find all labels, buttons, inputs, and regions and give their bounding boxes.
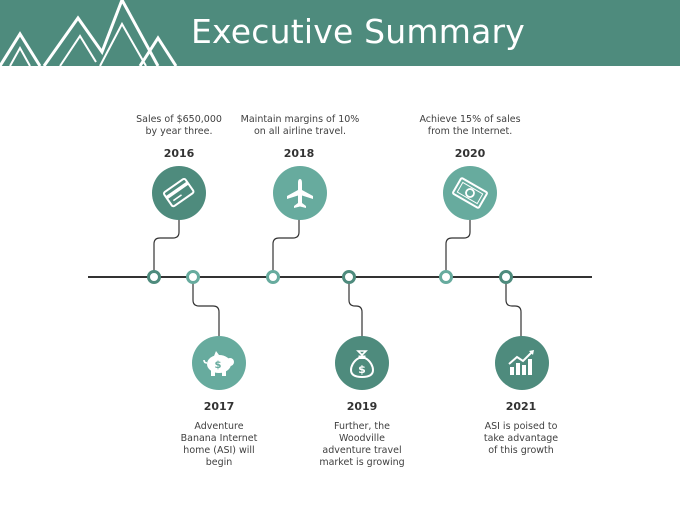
connector-2016 bbox=[153, 218, 180, 271]
milestone-2019-text: Further, the Woodville adventure travel … bbox=[319, 421, 405, 468]
connector-2021 bbox=[505, 283, 522, 337]
timeline-dot-2016 bbox=[147, 270, 161, 284]
header-bar: Executive Summary bbox=[0, 0, 680, 66]
milestone-2016-circle bbox=[152, 166, 206, 220]
milestone-2016-year: 2016 bbox=[163, 147, 195, 160]
milestone-2019-year: 2019 bbox=[346, 400, 378, 413]
connector-2019 bbox=[348, 283, 363, 337]
milestone-2018-year: 2018 bbox=[283, 147, 315, 160]
milestone-2017-year: 2017 bbox=[203, 400, 235, 413]
milestone-2020-circle bbox=[443, 166, 497, 220]
connector-2017 bbox=[192, 283, 220, 337]
airplane-icon bbox=[287, 179, 313, 208]
timeline-dot-2018 bbox=[266, 270, 280, 284]
milestone-2019-circle: $ bbox=[335, 336, 389, 390]
milestone-2016-text: Sales of $650,000 by year three. bbox=[136, 114, 222, 137]
money-bag-icon: $ bbox=[349, 350, 375, 379]
milestone-2021-circle bbox=[495, 336, 549, 390]
connector-2018 bbox=[272, 218, 300, 271]
svg-text:$: $ bbox=[358, 363, 366, 376]
timeline-dot-2017 bbox=[186, 270, 200, 284]
mountains-icon bbox=[0, 0, 178, 66]
banknote-icon bbox=[452, 177, 488, 209]
milestone-2017-circle: $ bbox=[192, 336, 246, 390]
milestone-2017-text: Adventure Banana Internet home (ASI) wil… bbox=[180, 421, 258, 468]
growth-chart-icon bbox=[508, 350, 534, 375]
connector-2020 bbox=[445, 218, 471, 271]
milestone-2020-text: Achieve 15% of sales from the Internet. bbox=[419, 114, 521, 137]
piggy-bank-icon: $ bbox=[203, 351, 234, 376]
milestone-2021-text: ASI is poised to take advantage of this … bbox=[483, 421, 559, 456]
milestone-2018-circle bbox=[273, 166, 327, 220]
timeline-dot-2020 bbox=[439, 270, 453, 284]
milestone-2018-text: Maintain margins of 10% on all airline t… bbox=[240, 114, 360, 137]
credit-card-icon bbox=[162, 177, 195, 208]
timeline-dot-2021 bbox=[499, 270, 513, 284]
milestone-2020-year: 2020 bbox=[454, 147, 486, 160]
milestone-2021-year: 2021 bbox=[505, 400, 537, 413]
timeline-dot-2019 bbox=[342, 270, 356, 284]
svg-text:$: $ bbox=[215, 360, 222, 371]
page-title: Executive Summary bbox=[191, 12, 526, 51]
